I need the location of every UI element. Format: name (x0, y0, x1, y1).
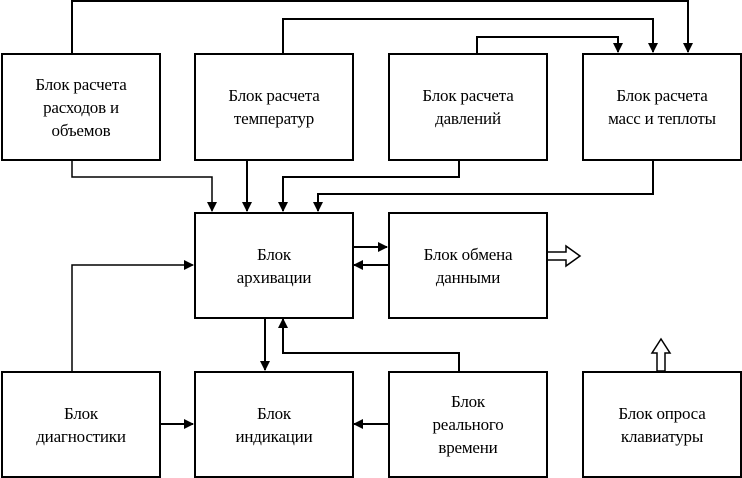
wire-massheat-to-archive (313, 160, 654, 212)
wire-diag-to-archive (71, 260, 194, 371)
block-indication: Блок индикации (194, 371, 354, 478)
block-real-time: Блок реального времени (388, 371, 548, 478)
block-archive: Блок архивации (194, 212, 354, 319)
block-keyboard-poll-label: Блок опроса клавиатуры (618, 403, 706, 446)
block-data-exchange-label: Блок обмена данными (423, 244, 513, 287)
block-temperature-label: Блок расчета температур (228, 86, 320, 128)
block-flow-volume-label: Блок расчета расходов и объемов (35, 74, 127, 140)
block-keyboard-poll: Блок опроса клавиатуры (582, 371, 742, 478)
block-indication-label: Блок индикации (235, 403, 313, 446)
block-mass-heat-label: Блок расчета масс и теплоты (608, 86, 716, 128)
wire-pressure-to-massheat (476, 36, 623, 53)
hollow-arrow-keyboard-out (650, 337, 672, 372)
block-archive-label: Блок архивации (236, 244, 312, 287)
wire-flow-to-massheat (71, 0, 693, 53)
block-flow-volume: Блок расчета расходов и объемов (1, 53, 161, 161)
wire-realtime-to-archive (278, 318, 460, 371)
block-diagnostics: Блок диагностики (1, 371, 161, 478)
wire-flow-to-archive (71, 160, 217, 212)
wire-temp-to-massheat (282, 18, 658, 53)
block-mass-heat: Блок расчета масс и теплоты (582, 53, 742, 161)
block-pressure: Блок расчета давлений (388, 53, 548, 161)
hollow-arrow-exchange-out (546, 244, 582, 268)
block-real-time-label: Блок реального времени (432, 392, 504, 457)
block-diagnostics-label: Блок диагностики (36, 403, 126, 446)
wire-pressure-to-archive (278, 160, 460, 212)
block-data-exchange: Блок обмена данными (388, 212, 548, 319)
block-pressure-label: Блок расчета давлений (422, 86, 514, 128)
block-temperature: Блок расчета температур (194, 53, 354, 161)
